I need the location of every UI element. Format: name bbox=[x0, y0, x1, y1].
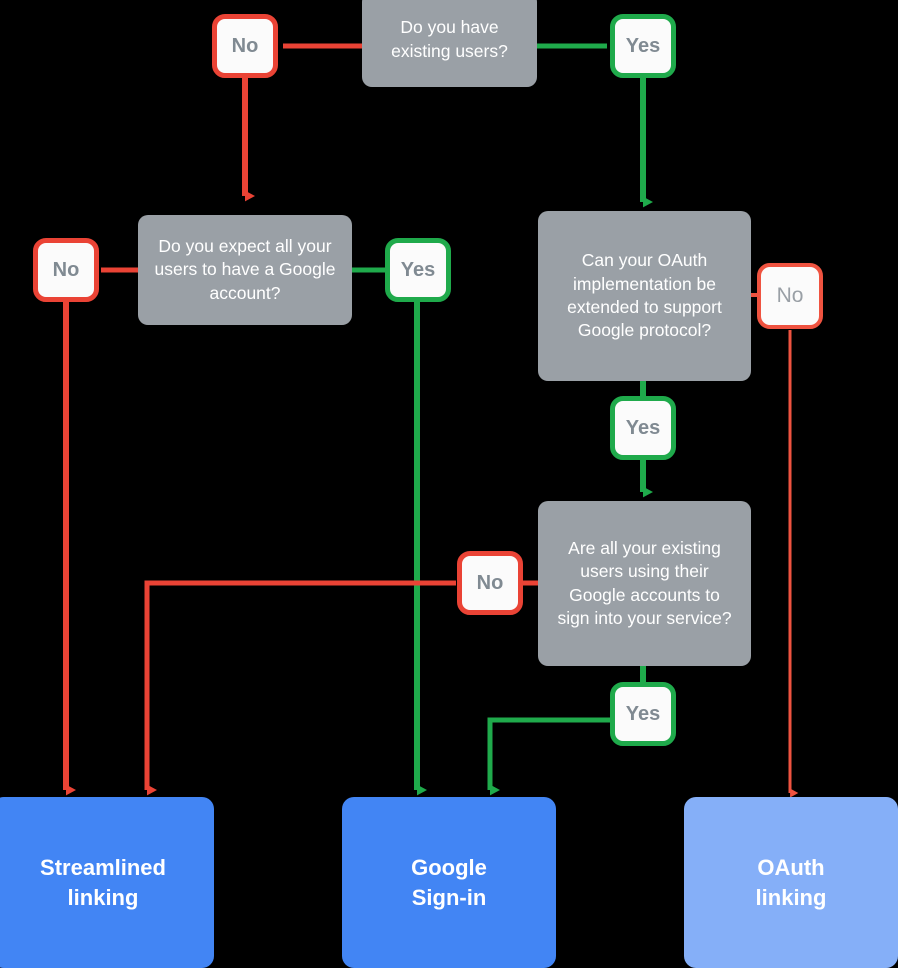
outcome-google-signin[interactable]: Google Sign-in bbox=[342, 797, 556, 968]
badge-yes-existing-users[interactable]: Yes bbox=[610, 14, 676, 78]
badge-no-google-account[interactable]: No bbox=[33, 238, 99, 302]
outcome-oauth-linking[interactable]: OAuth linking bbox=[684, 797, 898, 968]
badge-no-existing-users[interactable]: No bbox=[212, 14, 278, 78]
wire-no4-to-streamlined bbox=[144, 580, 456, 796]
outcome-line-1: Google bbox=[411, 855, 487, 881]
question-box-existing-users: Do you have existing users? bbox=[362, 0, 537, 87]
outcome-streamlined-linking[interactable]: Streamlined linking bbox=[0, 797, 214, 968]
outcome-line-1: OAuth bbox=[757, 855, 825, 881]
question-box-google-account: Do you expect all your users to have a G… bbox=[138, 215, 352, 325]
badge-no-existing-google-accounts[interactable]: No bbox=[457, 551, 523, 615]
badge-yes-google-account[interactable]: Yes bbox=[385, 238, 451, 302]
outcome-line-1: Streamlined bbox=[40, 855, 166, 881]
question-box-oauth-extendable: Can your OAuth implementation be extende… bbox=[538, 211, 751, 381]
question-box-existing-google-accounts: Are all your existing users using their … bbox=[538, 501, 751, 666]
outcome-oauth-linking-text: OAuth linking bbox=[756, 853, 827, 911]
outcome-streamlined-linking-text: Streamlined linking bbox=[40, 853, 166, 911]
outcome-line-2: Sign-in bbox=[411, 884, 487, 910]
outcome-line-2: linking bbox=[755, 884, 827, 910]
badge-yes-existing-google-accounts[interactable]: Yes bbox=[610, 682, 676, 746]
wire-yes4-to-google-signin bbox=[487, 717, 610, 796]
outcome-line-2: linking bbox=[67, 884, 139, 910]
outcome-google-signin-text: Google Sign-in bbox=[411, 853, 487, 911]
badge-no-oauth-extendable[interactable]: No bbox=[757, 263, 823, 329]
badge-yes-oauth-extendable[interactable]: Yes bbox=[610, 396, 676, 460]
